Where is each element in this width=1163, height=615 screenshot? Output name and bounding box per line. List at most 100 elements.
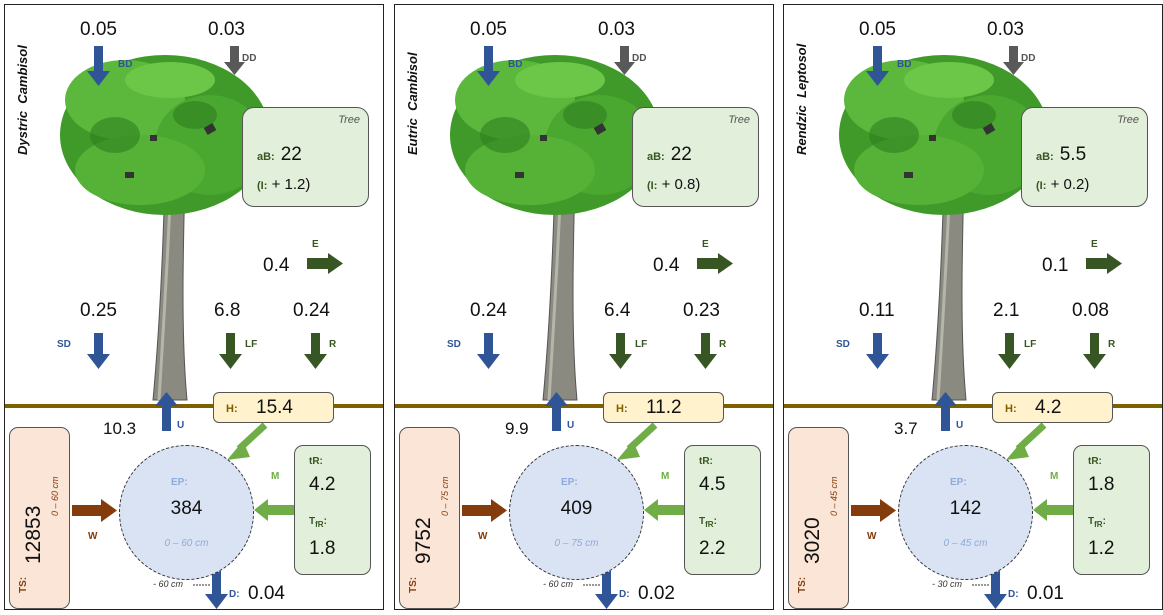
panel-graphics	[784, 46, 1162, 609]
ab-label: aB:	[257, 151, 275, 163]
dd-value: 0.03	[208, 19, 245, 40]
ep-depth: 0 – 75 cm	[554, 538, 599, 549]
ts-label: TS:	[18, 576, 29, 593]
w-arrow	[462, 499, 507, 522]
d-depth: - 30 cm	[932, 579, 963, 589]
d-depth: - 60 cm	[153, 579, 184, 589]
lf-label: LF	[245, 339, 258, 350]
bd-arrow	[87, 46, 110, 86]
lf-value: 6.4	[604, 300, 631, 321]
i-label: (I:	[1036, 180, 1047, 192]
h-to-ep-arrow	[617, 422, 658, 460]
e-arrow	[307, 253, 343, 274]
dd-label: DD	[242, 53, 257, 64]
lf-arrow	[609, 333, 632, 369]
tree-box: Tree aB:22 (I: + 1.2)	[242, 107, 369, 207]
ab-label: aB:	[1036, 151, 1054, 163]
lf-arrow	[998, 333, 1021, 369]
sd-label: SD	[447, 339, 461, 350]
r-arrow	[1083, 333, 1106, 369]
tfr-value: 2.2	[699, 538, 726, 559]
h-value: 15.4	[256, 397, 293, 418]
ab-value: 22	[670, 144, 692, 165]
bd-arrow	[477, 46, 500, 86]
r-arrow	[304, 333, 327, 369]
tr-label: tR:	[309, 456, 323, 467]
i-label: (I:	[647, 180, 658, 192]
sd-arrow	[866, 333, 889, 369]
lf-label: LF	[1024, 339, 1037, 350]
ep-depth: 0 – 45 cm	[943, 538, 988, 549]
h-to-ep-arrow	[1006, 422, 1047, 460]
h-to-ep-arrow	[227, 422, 268, 460]
bd-label: BD	[508, 59, 523, 70]
ts-depth: 0 – 45 cm	[829, 476, 839, 516]
r-value: 0.24	[293, 300, 330, 321]
ep-circle: EP: 409 0 – 75 cm	[509, 445, 644, 580]
w-arrow	[72, 499, 117, 522]
tr-box: tR: 1.8 TfR: 1.2	[1073, 445, 1150, 575]
lf-value: 2.1	[993, 300, 1020, 321]
ts-box: 3020 0 – 45 cm TS:	[788, 427, 849, 609]
i-value: + 0.8)	[661, 176, 701, 193]
tree-title: Tree	[1117, 114, 1139, 126]
u-label: U	[956, 420, 964, 431]
r-arrow	[694, 333, 717, 369]
sd-value: 0.25	[80, 300, 117, 321]
bd-label: BD	[897, 59, 912, 70]
panel-graphics	[395, 46, 773, 609]
e-value: 0.1	[1042, 255, 1069, 276]
ts-box: 9752 0 – 75 cm TS:	[399, 427, 460, 609]
tr-value: 4.5	[699, 474, 726, 495]
ts-value: 12853	[22, 505, 45, 564]
dd-arrow	[224, 46, 245, 75]
i-row: (I: + 0.2)	[1036, 176, 1089, 193]
d-label: D:	[229, 589, 240, 600]
ep-circle: EP: 384 0 – 60 cm	[119, 445, 254, 580]
ts-label: TS:	[408, 576, 419, 593]
r-label: R	[719, 339, 727, 350]
h-label: H:	[226, 403, 238, 415]
tr-box: tR: 4.2 TfR: 1.8	[294, 445, 371, 575]
dd-value: 0.03	[987, 19, 1024, 40]
ab-value: 22	[280, 144, 302, 165]
i-label: (I:	[257, 180, 268, 192]
lf-arrow	[219, 333, 242, 369]
i-value: + 0.2)	[1050, 176, 1090, 193]
soil-panel-2: Eutric Cambisol 0.05 BD 0.03 DD Tree aB:…	[394, 4, 774, 610]
h-value: 11.2	[646, 397, 682, 418]
tree-title: Tree	[728, 114, 750, 126]
d-arrow	[205, 571, 228, 609]
d-value: 0.01	[1027, 583, 1064, 604]
ep-label: EP:	[950, 477, 967, 488]
soil-type-label: Dystric Cambisol	[15, 45, 30, 155]
tree-box: Tree aB:5.5 (I: + 0.2)	[1021, 107, 1148, 207]
e-arrow	[1086, 253, 1122, 274]
tr-value: 4.2	[309, 474, 336, 495]
tree-illustration	[839, 55, 1049, 401]
ep-value: 142	[949, 498, 982, 519]
h-box: H: 11.2	[603, 392, 724, 423]
u-value: 3.7	[894, 419, 918, 438]
soil-panel-3: Rendzic Leptosol 0.05 BD 0.03 DD Tree aB…	[783, 4, 1163, 610]
sd-arrow	[87, 333, 110, 369]
i-value: + 1.2)	[271, 176, 311, 193]
ep-value: 384	[170, 498, 203, 519]
dd-arrow	[614, 46, 635, 75]
bd-value: 0.05	[859, 19, 896, 40]
d-arrow	[984, 571, 1007, 609]
tr-label: tR:	[1088, 456, 1102, 467]
ab-row: aB:22	[647, 144, 692, 166]
h-box: H: 15.4	[213, 392, 334, 423]
h-label: H:	[616, 403, 628, 415]
w-label: W	[867, 531, 877, 542]
tfr-label: TfR:	[699, 516, 717, 529]
u-label: U	[177, 420, 185, 431]
w-label: W	[478, 531, 488, 542]
u-arrow	[934, 392, 957, 431]
r-label: R	[329, 339, 337, 350]
tfr-label: TfR:	[1088, 516, 1106, 529]
m-arrow	[254, 499, 294, 521]
i-row: (I: + 1.2)	[257, 176, 310, 193]
ab-row: aB: 22	[257, 144, 302, 166]
